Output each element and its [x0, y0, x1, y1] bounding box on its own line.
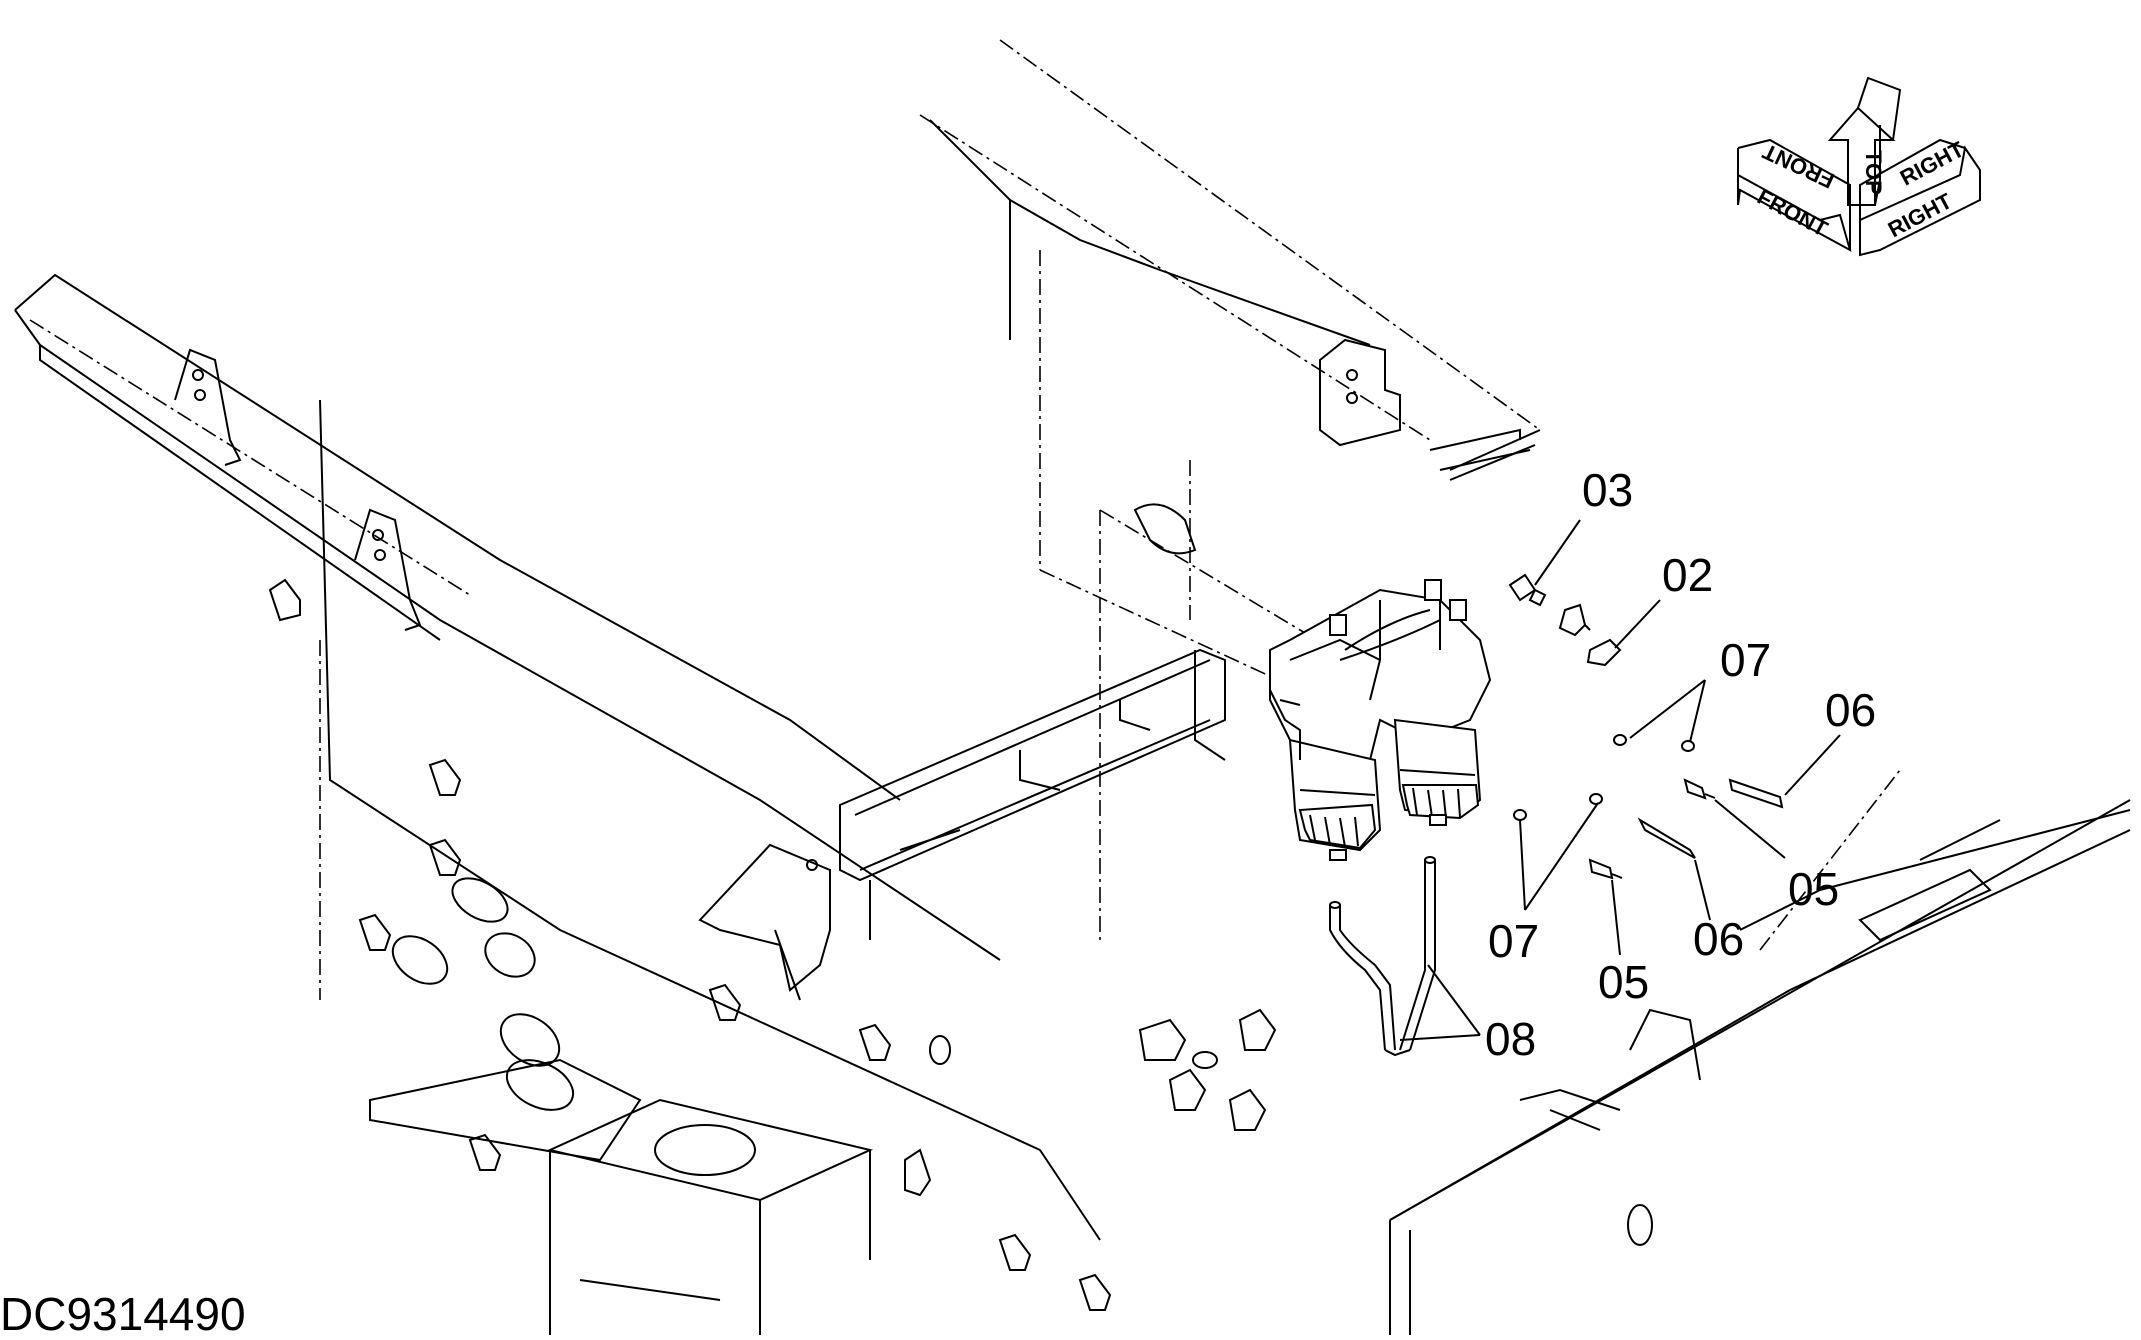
orientation-top-label: TOP	[1861, 150, 1886, 195]
callout-03: 03	[1582, 464, 1633, 516]
clip-brackets	[268, 578, 1277, 1311]
orientation-front-mirror: FRONT	[1758, 139, 1838, 194]
callout-06-lower: 06	[1693, 913, 1744, 965]
callout-labels: 03 02 07 06 05 07 05 06 08	[1485, 464, 1876, 1065]
callout-07-lower: 07	[1488, 915, 1539, 967]
callout-05-lower: 05	[1598, 956, 1649, 1008]
orientation-front-label: FRONT	[1753, 184, 1832, 242]
fuel-filter-assembly	[1269, 579, 1492, 861]
callout-07-upper: 07	[1720, 634, 1771, 686]
callout-08: 08	[1485, 1013, 1536, 1065]
callout-05-right: 05	[1788, 863, 1839, 915]
callout-06-upper: 06	[1825, 684, 1876, 736]
document-id: DC9314490	[0, 1288, 246, 1335]
callout-02: 02	[1662, 549, 1713, 601]
chassis-frame	[14, 39, 2131, 1335]
fittings-02-03	[1508, 573, 1622, 667]
drain-hoses	[1329, 856, 1436, 1057]
hardware-washers-bolts	[1513, 734, 1784, 880]
orientation-indicator: FRONT FRONT TOP RIGHT RIGHT	[1737, 76, 1981, 257]
leader-lines	[1399, 519, 1841, 1041]
